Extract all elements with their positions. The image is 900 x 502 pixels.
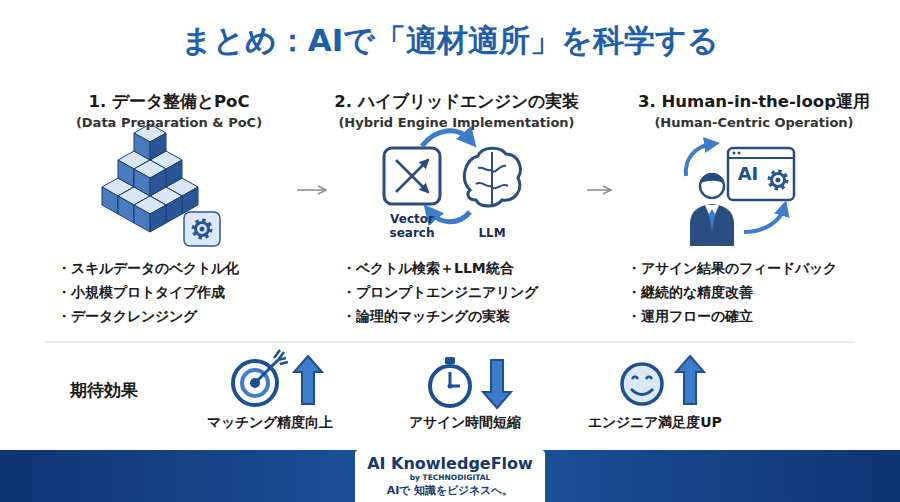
section-label: 期待効果 (70, 380, 170, 400)
hybrid-engine-icon (396, 160, 428, 192)
bullet-item: ・アサイン結果のフィードバック (615, 256, 893, 280)
target-icon (274, 350, 288, 364)
brand-panel: AI KnowledgeFlowby TECHNODIGITALAIで 知識をビ… (355, 450, 545, 502)
screen-text: AI (731, 163, 765, 185)
stopwatch-icon (430, 357, 511, 408)
hybrid-engine-icon (476, 152, 508, 204)
smiley-icon (632, 377, 652, 380)
brand-name: AI KnowledgeFlow (363, 454, 537, 473)
step-subheading: (Human-Centric Operation) (615, 114, 893, 132)
smiley-icon (622, 364, 662, 404)
footer-band (0, 450, 900, 502)
stopwatch-icon (430, 366, 470, 406)
icon-label: Vector search (378, 212, 446, 241)
page-title: まとめ：AIで「適材適所」を科学する (0, 20, 900, 60)
step-heading: 2. ハイブリッドエンジンの実装 (330, 90, 583, 114)
stopwatch-icon (483, 360, 511, 408)
hybrid-engine-icon (396, 160, 428, 192)
human-loop-icon (686, 144, 794, 246)
hybrid-engine-icon (464, 148, 520, 206)
effect-label: アサイン時間短縮 (375, 414, 555, 431)
data-cubes-icon (184, 212, 220, 246)
target-icon (233, 350, 322, 405)
bullet-item: ・論理的マッチングの実装 (330, 304, 583, 328)
hybrid-engine-icon (422, 131, 470, 146)
step-column: 1. データ整備とPoC(Data Preparation & PoC) ・スキル… (45, 90, 293, 328)
data-cubes-icon (134, 160, 166, 196)
stopwatch-icon (445, 357, 455, 364)
human-loop-icon (744, 208, 784, 232)
separator-line (45, 341, 855, 342)
bullet-item: ・プロンプトエンジニアリング (330, 280, 583, 304)
human-loop-icon (686, 144, 712, 176)
smiley-icon (631, 389, 653, 395)
hybrid-engine-icon (384, 148, 440, 204)
hybrid-engine-icon (384, 131, 520, 222)
step-subheading: (Hybrid Engine Implementation) (330, 114, 583, 132)
step-subheading: (Data Preparation & PoC) (45, 114, 293, 132)
target-icon (294, 356, 322, 404)
human-loop-icon (709, 209, 715, 232)
flow-arrow (587, 189, 611, 191)
hybrid-engine-icon (430, 212, 470, 222)
human-loop-icon (690, 204, 734, 246)
flow-arrow (297, 189, 326, 191)
target-icon (256, 360, 278, 382)
human-loop-icon (738, 152, 741, 155)
bullet-item: ・運用フローの確立 (615, 304, 893, 328)
step-heading: 3. Human-in-the-loop運用 (615, 90, 893, 114)
step-heading: 1. データ整備とPoC (45, 90, 293, 114)
brand-tagline: AIで 知識をビジネスへ。 (363, 483, 537, 498)
bullet-item: ・継続的な精度改善 (615, 280, 893, 304)
bullet-item: ・小規模プロトタイプ作成 (45, 280, 293, 304)
data-cubes-icon (102, 124, 220, 246)
bullet-item: ・スキルデータのベクトル化 (45, 256, 293, 280)
smiley-icon (622, 356, 704, 404)
human-loop-icon (728, 148, 794, 200)
stopwatch-icon (448, 384, 453, 389)
smiley-icon (676, 356, 704, 404)
human-loop-icon (733, 152, 736, 155)
bullet-item: ・データクレンジング (45, 304, 293, 328)
data-cubes-icon (194, 221, 210, 237)
human-loop-icon (700, 174, 724, 198)
human-loop-icon (770, 172, 786, 188)
step-column: 3. Human-in-the-loop運用(Human-Centric Ope… (615, 90, 893, 328)
effect-label: マッチング精度向上 (180, 414, 360, 431)
human-loop-icon (700, 174, 724, 184)
step-column: 2. ハイブリッドエンジンの実装(Hybrid Engine Implement… (330, 90, 583, 328)
brand-byline: by TECHNODIGITAL (363, 473, 537, 483)
data-cubes-icon (134, 196, 166, 232)
effect-label: エンジニア満足度UP (565, 414, 745, 431)
human-loop-icon (728, 157, 794, 159)
icon-label: LLM (468, 226, 516, 240)
target-icon (233, 361, 277, 405)
bullet-item: ・ベクトル検索＋LLM統合 (330, 256, 583, 280)
